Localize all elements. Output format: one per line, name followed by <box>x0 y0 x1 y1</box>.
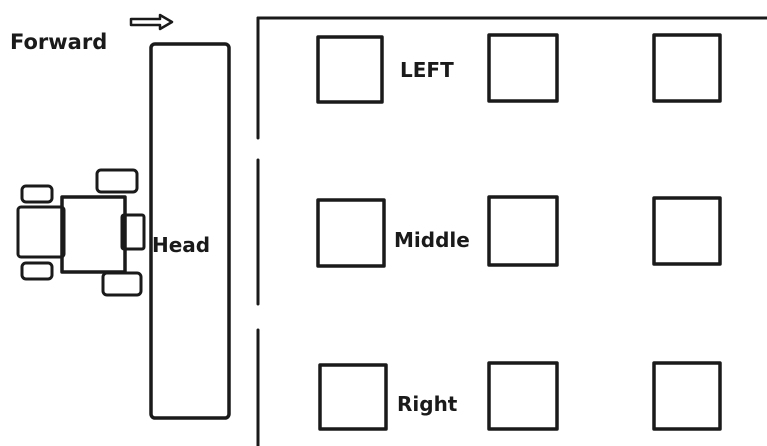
plot-left-3 <box>652 33 722 103</box>
field-boundary <box>256 16 767 446</box>
header-implement <box>149 42 231 420</box>
plot-right-2 <box>487 361 559 431</box>
row-label-right: Right <box>397 392 458 416</box>
plot-left-1 <box>316 35 384 104</box>
tractor-icon <box>16 168 146 297</box>
plot-right-3 <box>652 361 722 431</box>
forward-label: Forward <box>10 30 107 54</box>
row-label-middle: Middle <box>394 228 470 252</box>
plot-middle-1 <box>316 198 386 268</box>
head-label: Head <box>152 233 210 257</box>
plot-left-2 <box>487 33 559 103</box>
plot-middle-2 <box>487 195 559 267</box>
plot-right-1 <box>318 363 388 431</box>
row-label-left: LEFT <box>400 58 454 82</box>
forward-arrow-icon <box>129 13 174 31</box>
plot-middle-3 <box>652 196 722 266</box>
